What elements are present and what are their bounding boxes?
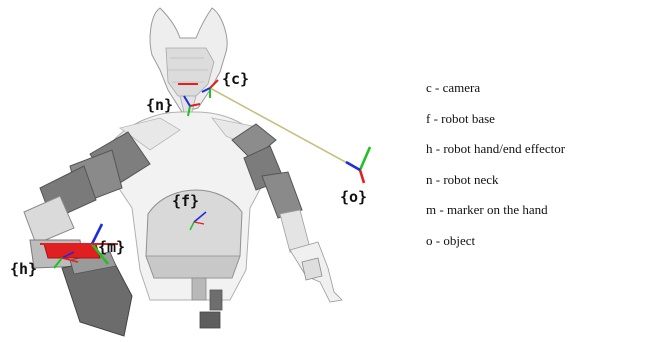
robot-left-arm xyxy=(23,131,151,337)
label-camera-frame: {c} xyxy=(222,70,249,88)
label-object-frame: {o} xyxy=(340,188,367,206)
label-marker-frame: {m} xyxy=(98,238,125,256)
base-frame-axes xyxy=(189,211,207,231)
legend-item-object: o - object xyxy=(426,232,476,248)
legend-item-robot-base: f - robot base xyxy=(426,110,495,126)
camera-frame-axes xyxy=(201,79,219,98)
neck-frame-axes xyxy=(183,95,201,117)
legend-item-robot-neck: n - robot neck xyxy=(426,171,499,187)
legend-item-robot-hand: h - robot hand/end effector xyxy=(426,141,566,156)
object-frame-axes xyxy=(345,146,372,184)
robot-base xyxy=(145,189,243,329)
legend-item-camera: c - camera xyxy=(426,80,481,95)
legend-item-marker: m - marker on the hand xyxy=(426,202,548,217)
marker-frame-axes xyxy=(90,223,118,265)
hand-frame-axes xyxy=(53,251,79,269)
frame-legend: c - camera f - robot base h - robot hand… xyxy=(426,79,654,262)
camera-to-object-ray xyxy=(209,87,361,171)
robot-right-arm xyxy=(231,123,343,303)
robot-scene: {c} {n} {f} {m} {h} {o} xyxy=(10,7,372,337)
label-base-frame: {f} xyxy=(172,192,199,210)
label-neck-frame: {n} xyxy=(146,96,173,114)
label-hand-frame: {h} xyxy=(10,260,37,278)
